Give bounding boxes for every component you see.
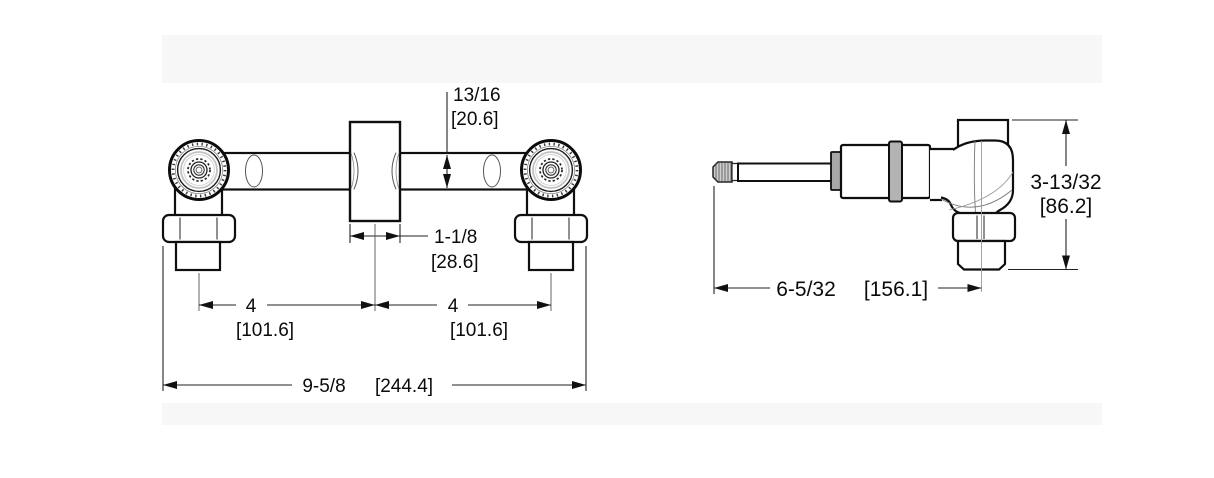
block-fillet (353, 152, 359, 190)
front-view: 13/16 [20.6] 1-1/8 [28.6] 4 [101.6] 4 (161, 85, 589, 397)
union-nut (513, 213, 589, 244)
dim-overall-width-imperial: 9-5/8 (302, 376, 345, 397)
left-valve-assembly (161, 139, 237, 272)
dim-height-imperial: 3-13/32 (1030, 171, 1101, 194)
right-valve-assembly (513, 139, 589, 272)
dim-depth-imperial: 6-5/32 (776, 278, 836, 301)
valve-neck-side (930, 147, 957, 202)
valve-face (168, 139, 230, 201)
knurl-ring (171, 142, 227, 198)
drawing-area (162, 83, 1102, 403)
dim-overall-width: 9-5/8 [244.4] (162, 246, 587, 397)
stem-collar (830, 151, 842, 191)
inlet-stub (174, 240, 222, 272)
cartridge-band (888, 140, 903, 203)
elbow-saddle-curve (940, 189, 1013, 208)
dim-pipe-height-metric: [20.6] (451, 109, 499, 130)
pipe-seam-left (245, 154, 263, 188)
valve-face (520, 139, 582, 201)
cartridge-body (839, 143, 932, 200)
dim-depth-metric: [156.1] (864, 278, 928, 301)
dim-overall-width-metric: [244.4] (375, 376, 433, 397)
spline-stem-tip (712, 161, 739, 183)
inlet-stub (527, 240, 575, 272)
spline-circle (187, 158, 211, 182)
dim-depth: 6-5/32 [156.1] (713, 186, 982, 301)
dim-right-spacing-imperial: 4 (448, 296, 459, 317)
block-fillet (391, 152, 397, 190)
block-fillet (395, 152, 400, 190)
pipe-seam-right (483, 154, 501, 188)
spline-circle (539, 158, 563, 182)
dim-block-width-metric: [28.6] (431, 252, 479, 273)
center-mounting-block (348, 120, 402, 223)
dim-right-spacing: 4 [101.6] (375, 273, 552, 341)
dim-block-width: 1-1/8 [28.6] (349, 224, 479, 311)
elbow-saddle-curve (948, 171, 1014, 211)
dim-height: 3-13/32 [86.2] (1008, 119, 1102, 271)
spline-teeth (715, 163, 732, 181)
knurl-ring (523, 142, 579, 198)
side-view: 6-5/32 [156.1] 3-13/32 [86.2] (712, 118, 1102, 301)
union-nut (161, 213, 237, 244)
dim-left-spacing: 4 [101.6] (198, 273, 375, 341)
dim-pipe-height: 13/16 [20.6] (443, 85, 501, 188)
dim-right-spacing-metric: [101.6] (450, 320, 508, 341)
dim-pipe-height-imperial: 13/16 (453, 85, 501, 106)
dim-left-spacing-imperial: 4 (246, 296, 257, 317)
dim-left-spacing-metric: [101.6] (236, 320, 294, 341)
dim-height-metric: [86.2] (1040, 195, 1093, 218)
stem-shaft (737, 162, 833, 182)
block-fillet (350, 152, 355, 190)
union-nut-side (951, 211, 1017, 243)
dim-block-width-imperial: 1-1/8 (434, 227, 477, 248)
